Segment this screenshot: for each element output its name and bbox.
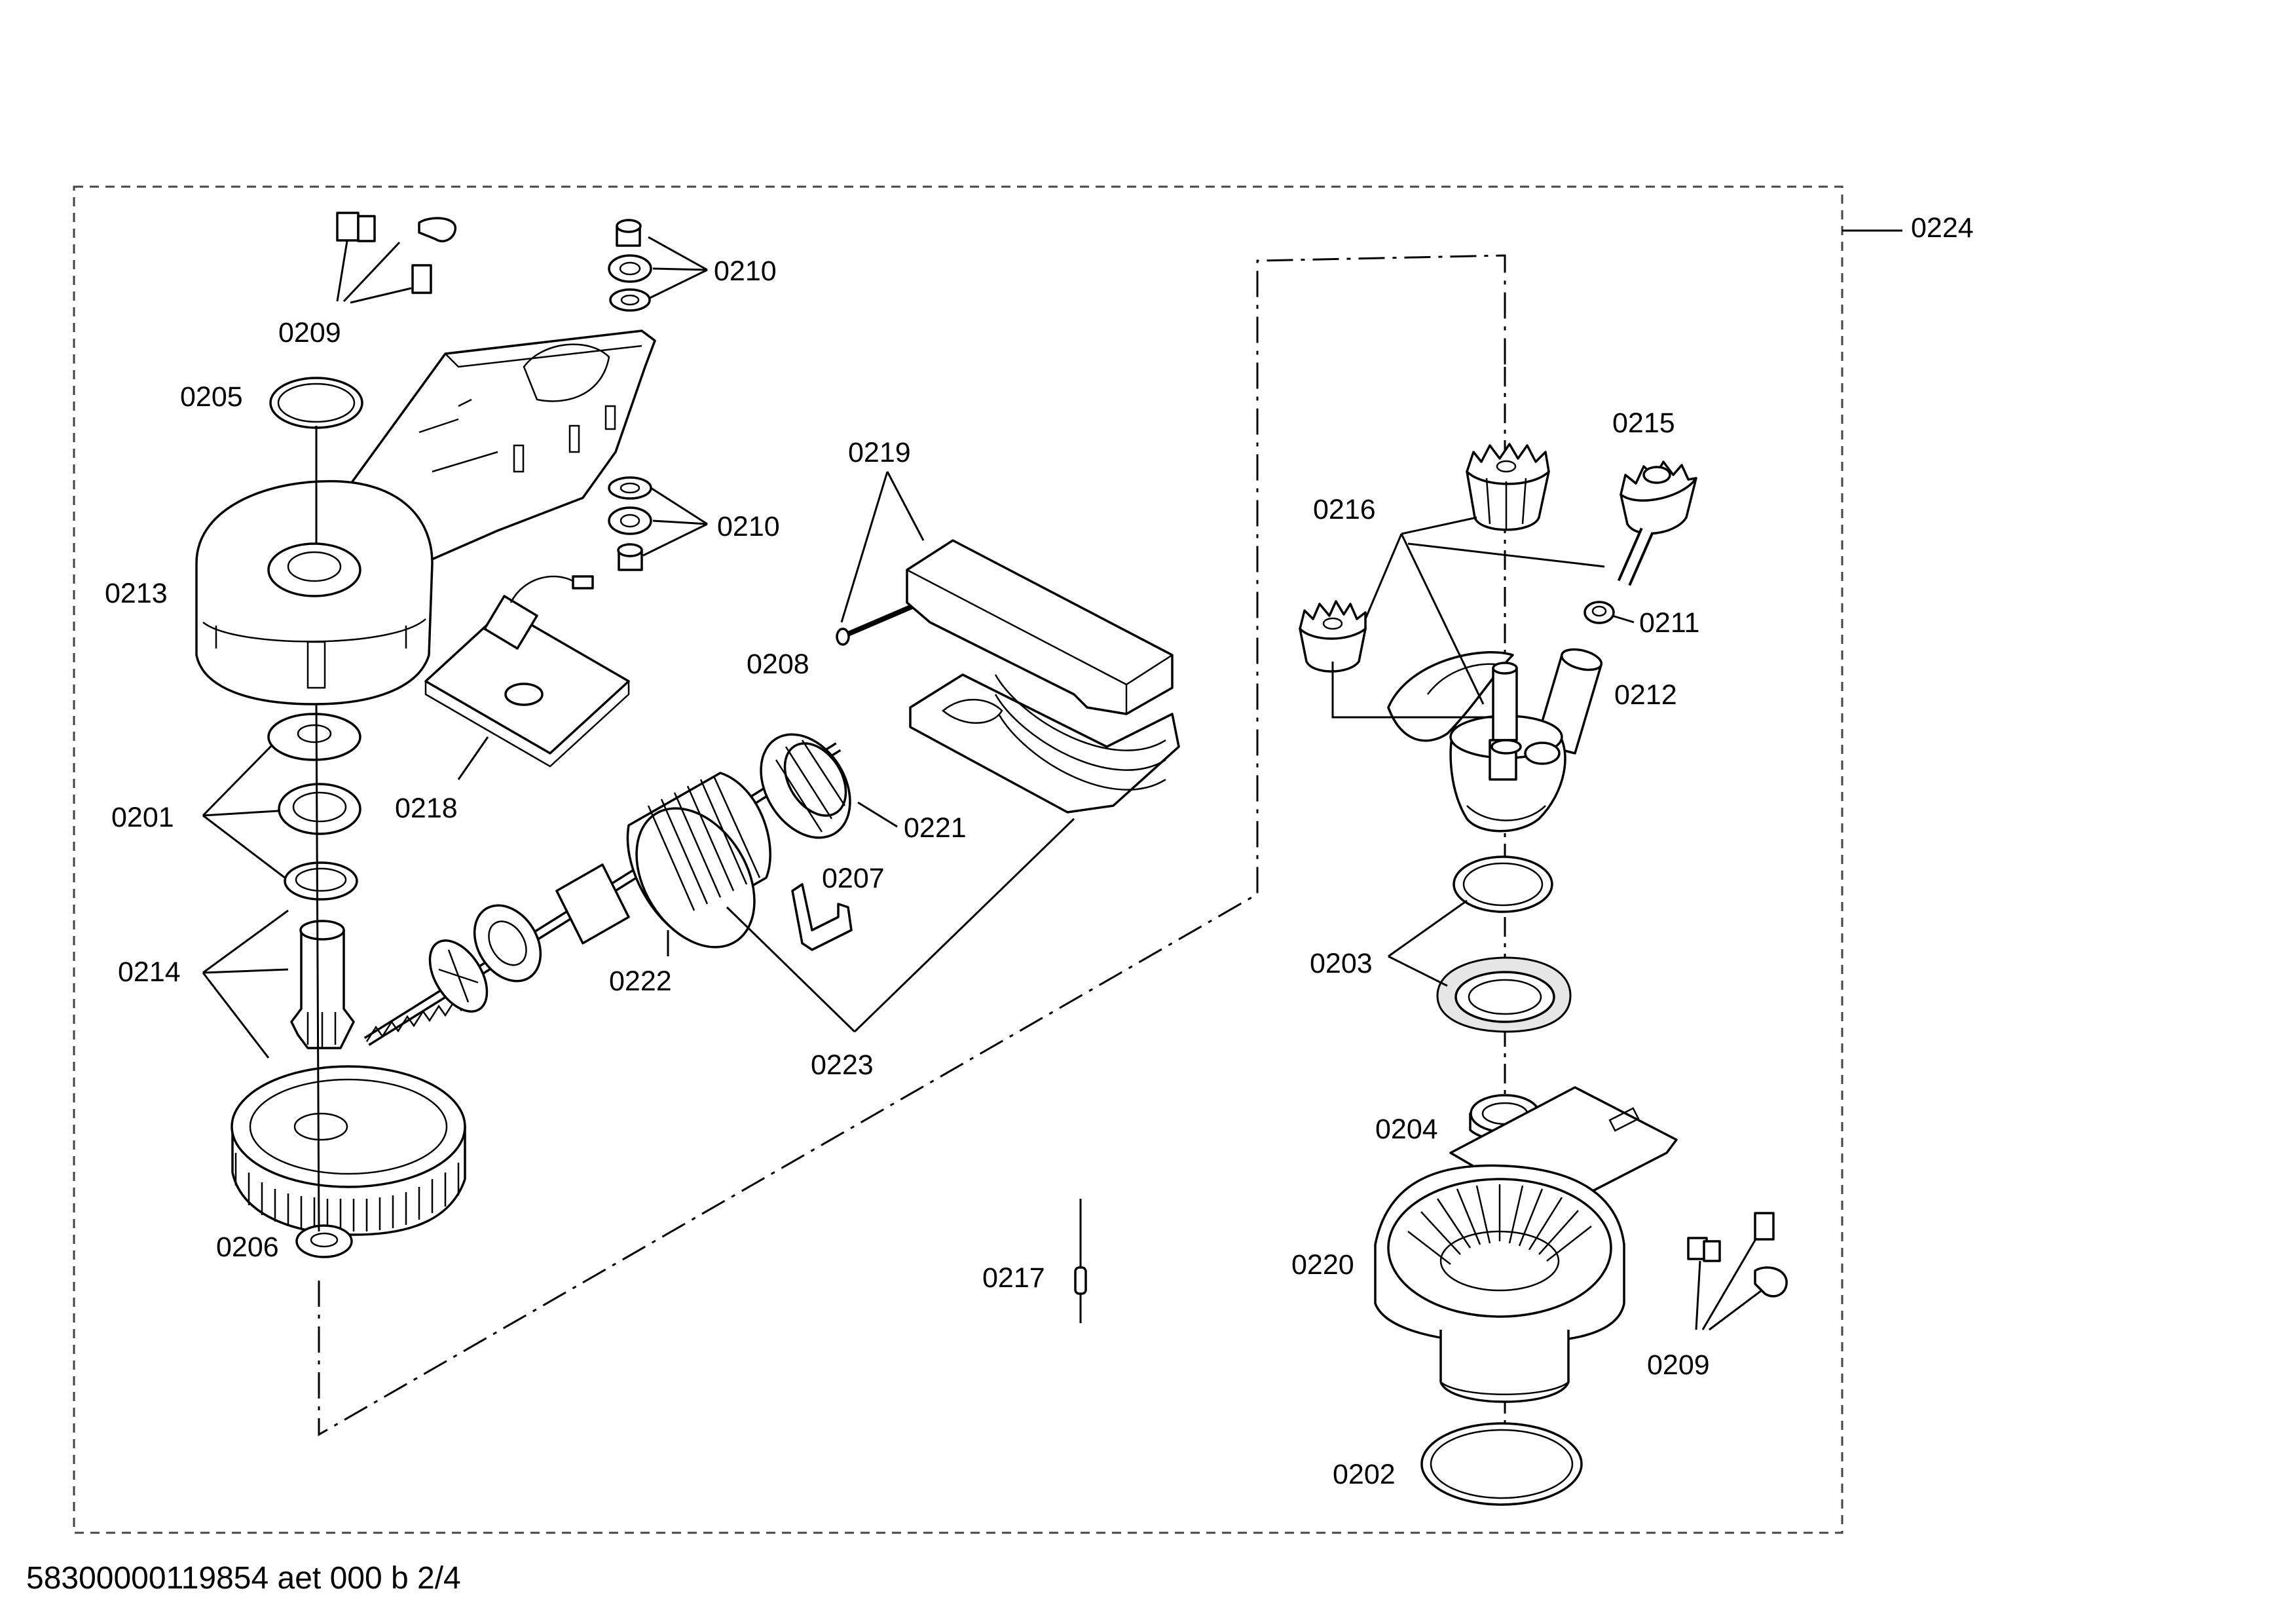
- pinion-shaft-0214: [290, 920, 355, 1049]
- spur-gear: [231, 1065, 466, 1236]
- ring-0205: [269, 377, 363, 429]
- washer-set-0210-top: [608, 219, 652, 312]
- label-0208: 0208: [747, 648, 809, 680]
- bevel-gear-0216-top: [1466, 443, 1550, 531]
- washer-set-0210-middle: [608, 476, 652, 571]
- label-0205: 0205: [180, 381, 243, 413]
- label-0224: 0224: [1911, 212, 1974, 244]
- label-0217: 0217: [982, 1262, 1045, 1294]
- screw-0208: [836, 603, 915, 646]
- label-0215: 0215: [1612, 407, 1675, 439]
- label-0207: 0207: [822, 863, 885, 894]
- gearbox-housing: [195, 329, 656, 705]
- bevel-gear-0216-small: [1299, 600, 1367, 673]
- label-0209-top: 0209: [278, 317, 341, 348]
- carbon-brush-set-0209-right: [1687, 1212, 1788, 1298]
- bevel-gear-0215: [1617, 460, 1697, 586]
- assembly-path-line: [318, 254, 1506, 1436]
- label-0221: 0221: [904, 812, 967, 844]
- part-labels: 0224 0209 0210 0205 0219 0215 0216 0210 …: [105, 212, 1974, 1490]
- label-0222: 0222: [609, 966, 672, 997]
- label-0218: 0218: [395, 793, 458, 824]
- label-0210-top: 0210: [714, 255, 777, 287]
- label-0206: 0206: [216, 1231, 279, 1263]
- leader-lines: [202, 236, 1762, 1331]
- drawing-reference: 58300000119854 aet 000 b 2/4: [26, 1561, 461, 1596]
- circuit-board-0218: [424, 575, 630, 768]
- label-0216: 0216: [1313, 494, 1376, 525]
- field-coil-0219: [906, 539, 1180, 814]
- label-0220: 0220: [1291, 1249, 1354, 1281]
- seal-set-0203: [1436, 855, 1572, 1033]
- label-0202: 0202: [1333, 1459, 1396, 1490]
- label-0214: 0214: [118, 956, 181, 988]
- planetary-carrier: [1387, 651, 1566, 833]
- label-0201: 0201: [111, 802, 174, 833]
- washer-0211: [1583, 601, 1615, 624]
- clip-0207: [791, 883, 853, 951]
- label-0223: 0223: [811, 1049, 874, 1081]
- ring-0202: [1420, 1422, 1583, 1506]
- bowl-housing-0220: [1374, 1086, 1678, 1403]
- carbon-brush-set-0209-top: [336, 212, 456, 294]
- bearing-stack-0201: [267, 713, 361, 901]
- label-0203: 0203: [1310, 948, 1373, 979]
- label-0211: 0211: [1639, 607, 1699, 639]
- label-0213: 0213: [105, 578, 168, 609]
- assembly-frame: [73, 185, 1843, 1534]
- label-0219: 0219: [848, 437, 911, 468]
- fuse-0217: [1074, 1199, 1087, 1323]
- washer-0206: [295, 1224, 353, 1258]
- armature-0222: [363, 733, 851, 1046]
- label-0209-right: 0209: [1647, 1349, 1710, 1381]
- label-0212: 0212: [1614, 679, 1677, 711]
- label-0204: 0204: [1375, 1114, 1438, 1145]
- label-0210-middle: 0210: [717, 511, 780, 542]
